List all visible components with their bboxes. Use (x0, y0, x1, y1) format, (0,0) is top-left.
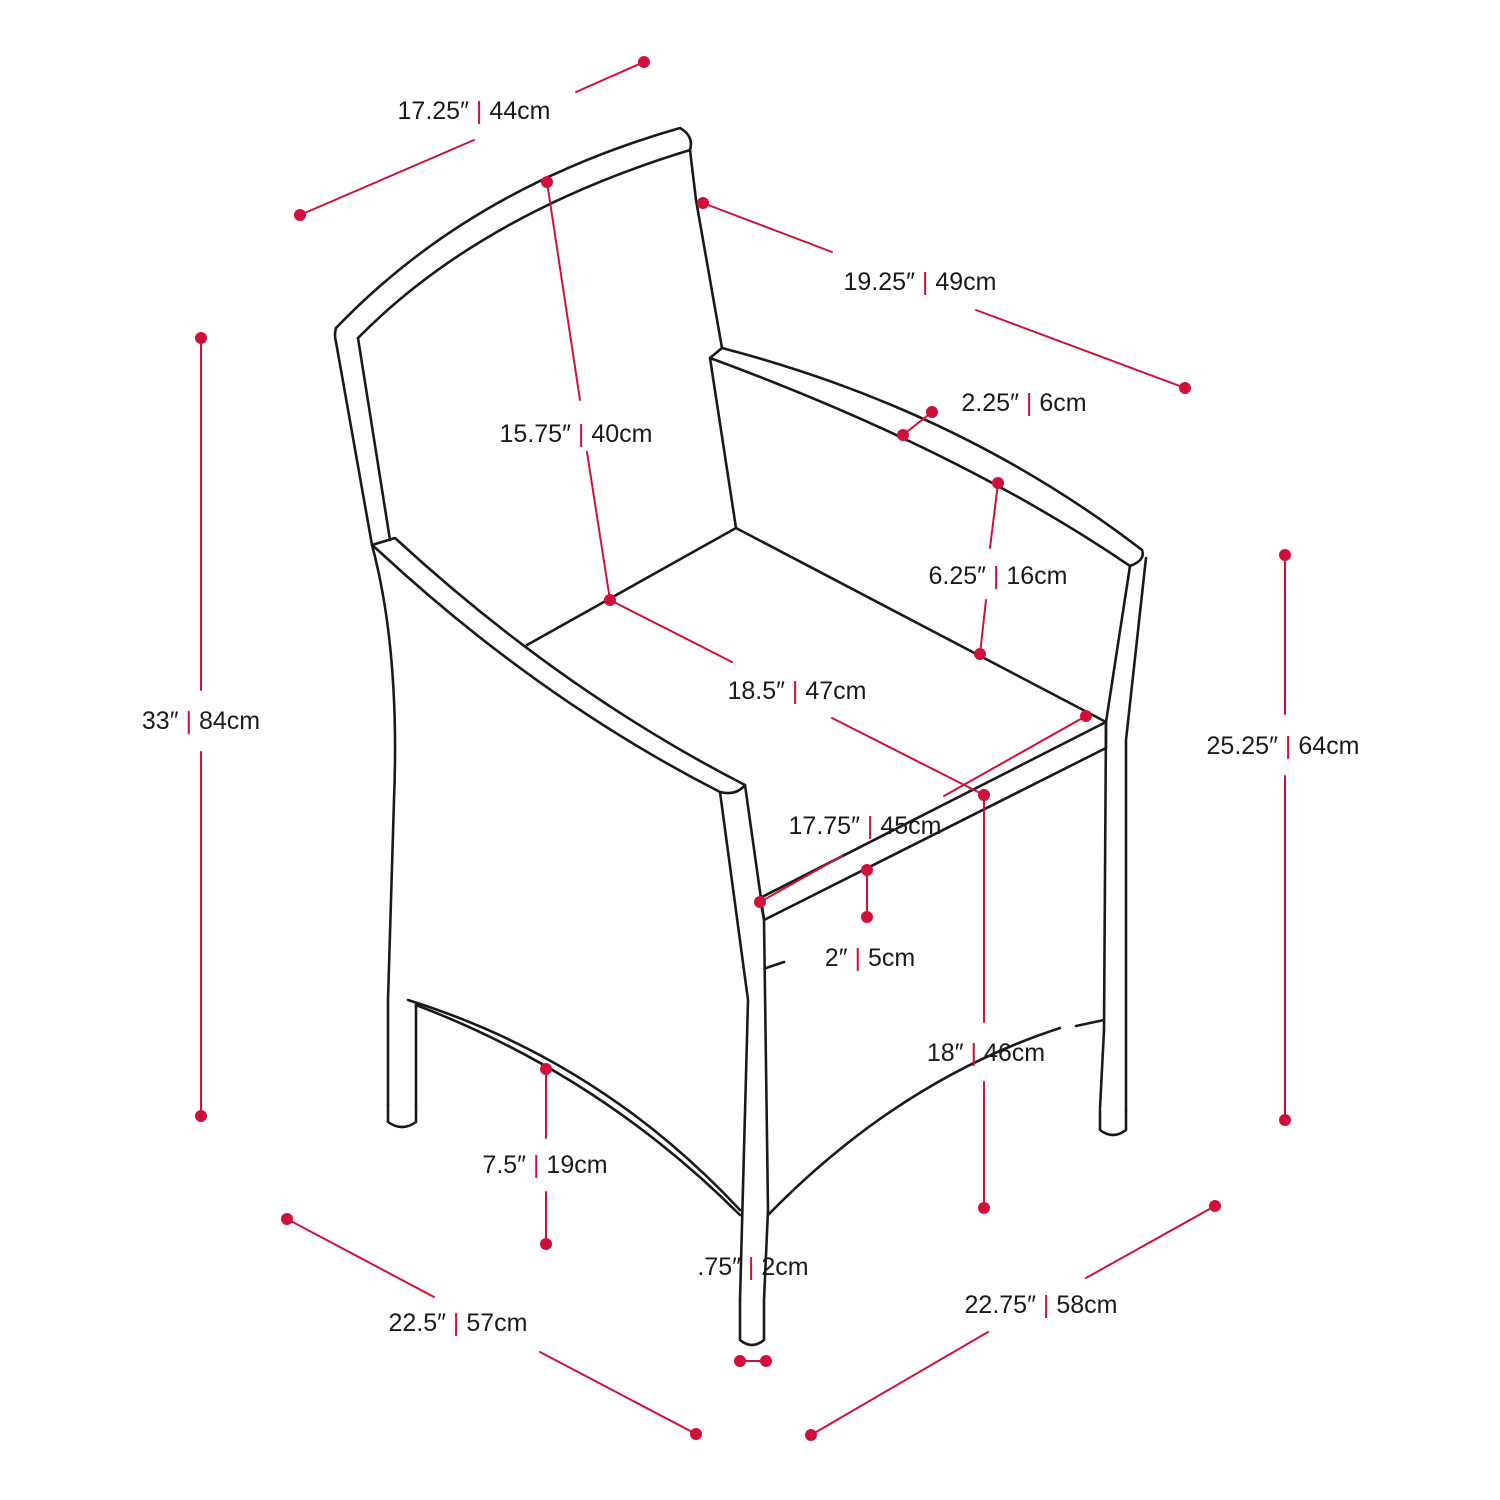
label-arm-floor-height-cm: 64cm (1298, 732, 1359, 760)
label-seat-depth-cm: 45cm (880, 812, 941, 840)
label-seat-thickness-cm: 5cm (868, 944, 915, 972)
back-right-edge (688, 148, 724, 350)
back-left-post (334, 340, 374, 547)
label-backrest-height-cm: 40cm (591, 420, 652, 448)
label-overall-width: 22.5″ | 57cm (388, 1309, 527, 1337)
label-arm-height: 6.25″ | 16cm (928, 562, 1067, 590)
dim-seat-depth (754, 710, 1092, 908)
label-arm-floor-height: 25.25″ | 64cm (1207, 732, 1360, 760)
label-leg-clearance-inch: 7.5″ (482, 1151, 526, 1179)
label-seat-width-inch: 18.5″ (727, 677, 785, 705)
seat-top (525, 526, 1108, 900)
chair-drawing (333, 126, 1148, 1347)
label-seat-depth: 17.75″ | 45cm (789, 812, 942, 840)
label-back-top-width-inch: 17.25″ (398, 97, 470, 125)
dim-backrest-height (541, 176, 616, 606)
label-seat-thickness: 2″ | 5cm (825, 944, 915, 972)
label-overall-depth-cm: 58cm (1056, 1291, 1117, 1319)
left-rear-foot (386, 1103, 418, 1129)
side-panel-bottom (406, 998, 742, 1212)
label-overall-width-cm: 57cm (466, 1309, 527, 1337)
label-seat-depth-inch: 17.75″ (789, 812, 861, 840)
label-overall-width-inch: 22.5″ (388, 1309, 446, 1337)
label-arm-width-cm: 6cm (1039, 389, 1086, 417)
backrest-top-rail (334, 126, 693, 340)
front-panel-bottom (766, 1026, 1062, 1217)
right-front-foot (1098, 1108, 1128, 1137)
label-arm-height-cm: 16cm (1006, 562, 1067, 590)
label-arm-depth-inch: 19.25″ (844, 268, 916, 296)
label-leg-diameter: .75″ | 2cm (697, 1253, 808, 1281)
dim-arm-depth (697, 197, 1191, 394)
dimension-markers (195, 56, 1291, 1441)
label-back-top-width-cm: 44cm (489, 97, 550, 125)
armrest-right (708, 346, 1145, 568)
dim-arm-height (974, 477, 1004, 660)
dim-arm-width (897, 406, 938, 441)
label-seat-height-inch: 18″ (927, 1039, 964, 1067)
dimension-labels: 17.25″ | 44cm 19.25″ | 49cm 2.25″ | 6cm … (142, 97, 1360, 1337)
label-arm-width-inch: 2.25″ (961, 389, 1019, 417)
label-backrest-height: 15.75″ | 40cm (500, 420, 653, 448)
label-overall-height-inch: 33″ (142, 707, 179, 735)
label-seat-width-cm: 47cm (805, 677, 866, 705)
front-left-post-inner (743, 783, 770, 1302)
label-seat-height-cm: 46cm (984, 1039, 1045, 1067)
label-overall-height: 33″ | 84cm (142, 707, 260, 735)
label-backrest-height-inch: 15.75″ (500, 420, 572, 448)
dim-overall-depth (805, 1200, 1221, 1441)
label-seat-width: 18.5″ | 47cm (727, 677, 866, 705)
left-side-panel-outer (370, 543, 397, 1107)
label-back-top-width: 17.25″ | 44cm (398, 97, 551, 125)
label-seat-height: 18″ | 46cm (927, 1039, 1045, 1067)
dim-arm-floor-height (1279, 549, 1291, 1126)
label-arm-width: 2.25″ | 6cm (961, 389, 1086, 417)
label-seat-thickness-inch: 2″ (825, 944, 848, 972)
label-arm-floor-height-inch: 25.25″ (1207, 732, 1279, 760)
dim-seat-height (978, 794, 990, 1214)
dim-seat-thickness (861, 864, 873, 923)
dim-leg-diameter (734, 1355, 772, 1367)
dim-overall-width (281, 1213, 702, 1440)
label-arm-depth-cm: 49cm (935, 268, 996, 296)
label-arm-height-inch: 6.25″ (928, 562, 986, 590)
label-overall-height-cm: 84cm (199, 707, 260, 735)
dim-overall-height (195, 332, 207, 1122)
label-leg-clearance: 7.5″ | 19cm (482, 1151, 607, 1179)
front-left-post-outer (718, 790, 750, 1302)
armrest-left (370, 536, 747, 795)
front-left-foot (738, 1298, 766, 1347)
label-leg-diameter-inch: .75″ (697, 1253, 741, 1281)
dim-back-top-width (294, 56, 650, 221)
label-overall-depth-inch: 22.75″ (965, 1291, 1037, 1319)
label-leg-clearance-cm: 19cm (546, 1151, 607, 1179)
dim-leg-clearance (540, 1063, 552, 1250)
label-arm-depth: 19.25″ | 49cm (844, 268, 997, 296)
label-overall-depth: 22.75″ | 58cm (965, 1291, 1118, 1319)
label-leg-diameter-cm: 2cm (761, 1253, 808, 1281)
